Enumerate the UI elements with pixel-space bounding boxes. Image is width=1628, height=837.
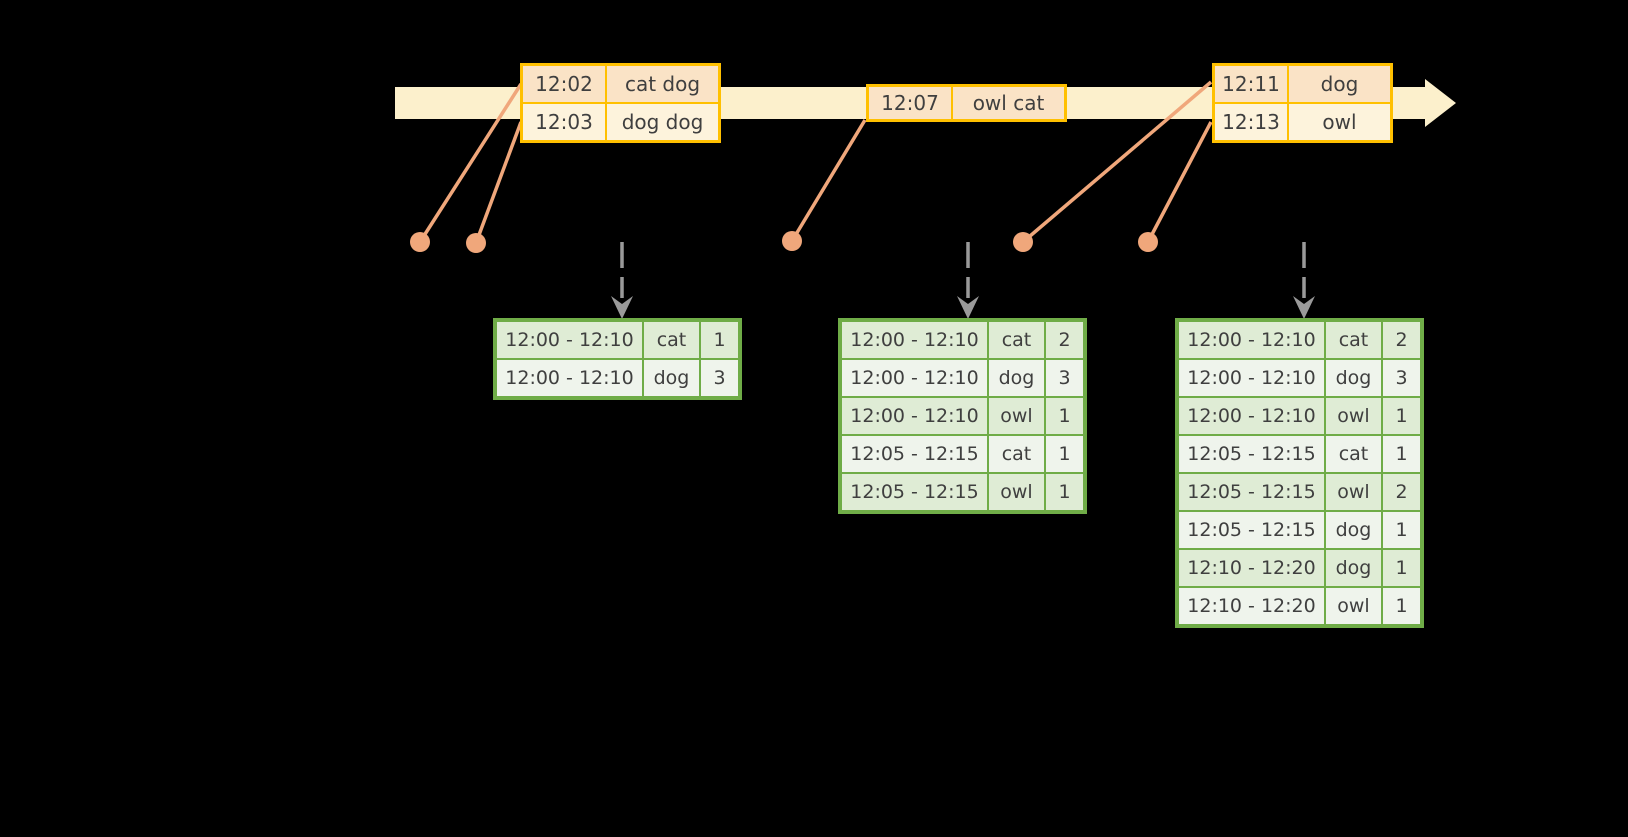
window-cell: 12:05 - 12:15 — [1179, 512, 1324, 548]
window-cell: 12:10 - 12:20 — [1179, 550, 1324, 586]
word-cell: owl — [1326, 398, 1381, 434]
connector-line — [1146, 121, 1213, 243]
count-cell: 1 — [1383, 512, 1420, 548]
window-cell: 12:00 - 12:10 — [497, 360, 642, 396]
event-time-cell: 12:11 — [1215, 66, 1287, 102]
window-cell: 12:05 - 12:15 — [842, 474, 987, 510]
event-words-cell: dog — [1289, 66, 1390, 102]
event-marker-dot — [1013, 232, 1033, 252]
window-cell: 12:00 - 12:10 — [842, 398, 987, 434]
word-cell: cat — [989, 436, 1044, 472]
event-time-cell: 12:07 — [869, 87, 951, 119]
count-cell: 1 — [1383, 436, 1420, 472]
event-words-cell: dog dog — [607, 104, 718, 140]
window-cell: 12:05 - 12:15 — [1179, 436, 1324, 472]
count-cell: 1 — [1383, 550, 1420, 586]
count-cell: 3 — [701, 360, 738, 396]
timeline-arrowhead-icon — [1425, 79, 1456, 127]
window-cell: 12:05 - 12:15 — [842, 436, 987, 472]
count-cell: 3 — [1046, 360, 1083, 396]
word-cell: dog — [1326, 360, 1381, 396]
word-cell: dog — [1326, 550, 1381, 586]
connector-line — [418, 83, 523, 243]
count-cell: 2 — [1383, 474, 1420, 510]
count-cell: 2 — [1383, 322, 1420, 358]
window-cell: 12:00 - 12:10 — [1179, 398, 1324, 434]
event-time-cell: 12:13 — [1215, 104, 1287, 140]
count-cell: 1 — [1383, 398, 1420, 434]
event-marker-dot — [466, 233, 486, 253]
word-cell: cat — [989, 322, 1044, 358]
window-cell: 12:00 - 12:10 — [1179, 360, 1324, 396]
word-cell: dog — [989, 360, 1044, 396]
word-cell: cat — [1326, 322, 1381, 358]
word-cell: cat — [644, 322, 699, 358]
event-marker-dot — [410, 232, 430, 252]
count-cell: 1 — [701, 322, 738, 358]
event-words-cell: cat dog — [607, 66, 718, 102]
event-marker-dot — [1138, 232, 1158, 252]
word-cell: owl — [989, 398, 1044, 434]
event-time-cell: 12:03 — [523, 104, 605, 140]
window-cell: 12:00 - 12:10 — [842, 322, 987, 358]
window-cell: 12:10 - 12:20 — [1179, 588, 1324, 624]
trigger-arrowhead-icon — [957, 296, 979, 319]
count-cell: 3 — [1383, 360, 1420, 396]
window-cell: 12:00 - 12:10 — [842, 360, 987, 396]
connector-line — [790, 119, 867, 242]
word-cell: dog — [1326, 512, 1381, 548]
event-table-1: 12:02 cat dog 12:03 dog dog — [520, 63, 721, 143]
event-time-cell: 12:02 — [523, 66, 605, 102]
count-cell: 1 — [1046, 436, 1083, 472]
window-cell: 12:00 - 12:10 — [1179, 322, 1324, 358]
word-cell: dog — [644, 360, 699, 396]
result-table-3: 12:00 - 12:10 cat 2 12:00 - 12:10 dog 3 … — [1175, 318, 1424, 628]
count-cell: 1 — [1046, 474, 1083, 510]
window-cell: 12:05 - 12:15 — [1179, 474, 1324, 510]
event-words-cell: owl cat — [953, 87, 1064, 119]
connector-line — [1021, 80, 1213, 244]
trigger-arrowhead-icon — [1293, 296, 1315, 319]
event-marker-dot — [782, 231, 802, 251]
event-words-cell: owl — [1289, 104, 1390, 140]
result-table-2: 12:00 - 12:10 cat 2 12:00 - 12:10 dog 3 … — [838, 318, 1087, 514]
result-table-1: 12:00 - 12:10 cat 1 12:00 - 12:10 dog 3 — [493, 318, 742, 400]
count-cell: 2 — [1046, 322, 1083, 358]
word-cell: owl — [989, 474, 1044, 510]
window-cell: 12:00 - 12:10 — [497, 322, 642, 358]
connector-line — [474, 121, 523, 244]
trigger-arrowhead-icon — [611, 296, 633, 319]
count-cell: 1 — [1046, 398, 1083, 434]
count-cell: 1 — [1383, 588, 1420, 624]
word-cell: cat — [1326, 436, 1381, 472]
event-table-2: 12:07 owl cat — [866, 84, 1067, 122]
event-table-3: 12:11 dog 12:13 owl — [1212, 63, 1393, 143]
word-cell: owl — [1326, 474, 1381, 510]
word-cell: owl — [1326, 588, 1381, 624]
